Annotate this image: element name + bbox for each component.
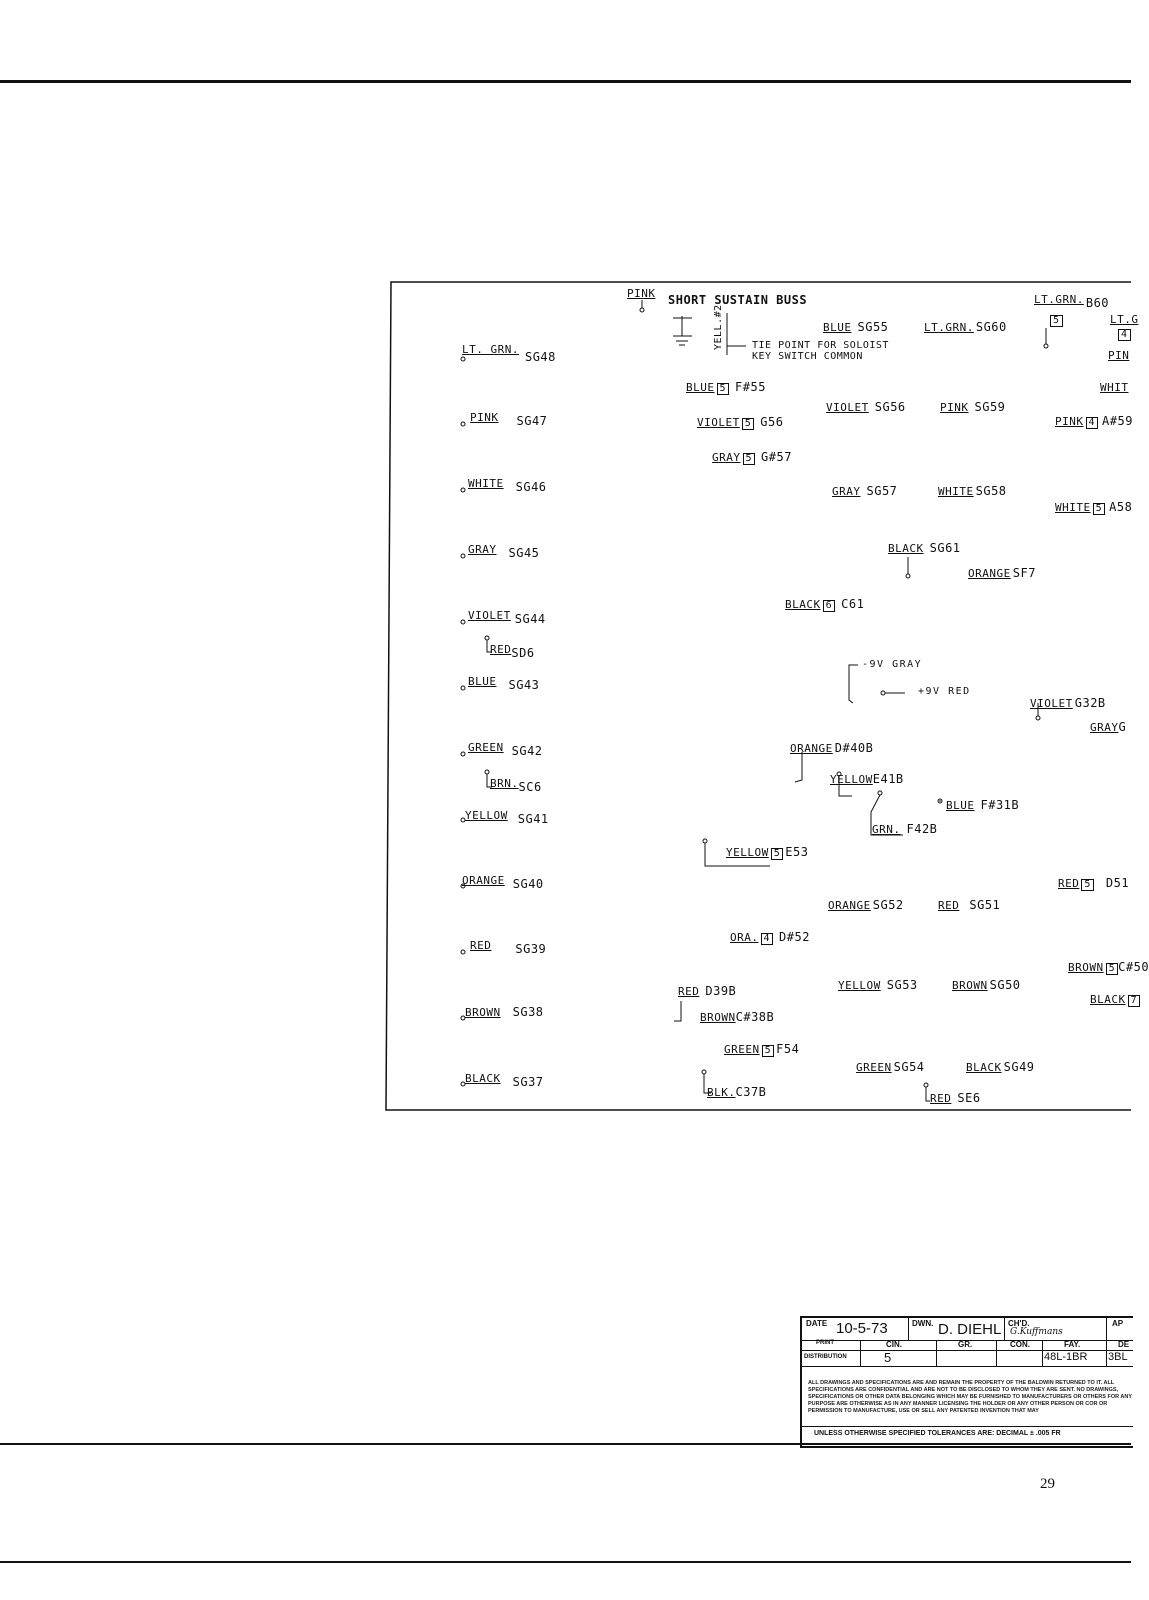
supply-pos: +9V RED xyxy=(918,686,971,697)
de-label: DE xyxy=(1118,1340,1130,1349)
center-label-f42b: GRN.F42B xyxy=(872,822,938,836)
con-label: CON. xyxy=(1010,1340,1030,1349)
center-leads xyxy=(674,328,1049,1102)
footer-rule xyxy=(0,1561,1131,1563)
center-label-sg60: LT.GRN.SG60 xyxy=(924,320,1007,334)
center-label-c37b: BLK.C37B xyxy=(707,1085,767,1099)
print-label: PRINT xyxy=(816,1340,834,1346)
title-block-row-2: PRINT CIN. GR. CON. FAY. DE xyxy=(802,1340,1133,1351)
tie-point-line1: TIE POINT FOR SOLOIST xyxy=(752,340,889,351)
tolerance-note: UNLESS OTHERWISE SPECIFIED TOLERANCES AR… xyxy=(814,1430,1061,1437)
title-block-row-3: DISTRIBUTION 5 48L-1BR 3BL xyxy=(802,1350,1133,1367)
fay-label: FAY. xyxy=(1064,1340,1081,1349)
left-label-sg48: LT. GRN.SG48 xyxy=(462,343,556,364)
diagram-frame xyxy=(385,281,1131,1111)
fay-value: 48L-1BR xyxy=(1044,1351,1088,1363)
date-label: DATE xyxy=(806,1319,828,1328)
date-cell: DATE 10-5-73 xyxy=(802,1318,909,1340)
right-label-pin: PIN xyxy=(1108,349,1130,362)
drawn-label: DWN. xyxy=(912,1319,934,1328)
checked-signature: G.Kuffmans xyxy=(1010,1327,1063,1337)
gr-label: GR. xyxy=(958,1340,973,1349)
date-value: 10-5-73 xyxy=(836,1320,888,1337)
center-label-e41b: YELLOWE41B xyxy=(830,772,904,786)
top-rule xyxy=(0,80,1131,83)
legal-notice: ALL DRAWINGS AND SPECIFICATIONS ARE AND … xyxy=(808,1380,1132,1414)
left-leads xyxy=(460,356,492,1087)
tie-point-line2: KEY SWITCH COMMON xyxy=(752,351,863,362)
drawn-value: D. DIEHL xyxy=(938,1321,1002,1338)
checked-label: CH'D. xyxy=(1008,1319,1030,1328)
title-block: DATE 10-5-73 DWN. D. DIEHL CH'D. G.Kuffm… xyxy=(800,1316,1133,1448)
right-label-b60-box: 5 xyxy=(1048,312,1063,327)
approved-label: AP xyxy=(1112,1319,1124,1328)
yell-label: YELL.#2 xyxy=(713,304,724,350)
right-label-b60: LT.GRN.B60 xyxy=(1034,293,1110,310)
buss-label: SHORT SUSTAIN BUSS xyxy=(668,293,808,307)
approved-cell: AP xyxy=(1106,1318,1136,1340)
page-number: 29 xyxy=(1040,1476,1055,1492)
title-block-row-1: DATE 10-5-73 DWN. D. DIEHL CH'D. G.Kuffm… xyxy=(802,1318,1133,1341)
cin-label: CIN. xyxy=(886,1340,902,1349)
distribution-label: DISTRIBUTION xyxy=(804,1354,847,1360)
center-label-c38b: BROWNC#38B xyxy=(700,1010,775,1024)
short-sustain-buss xyxy=(639,300,746,355)
right-label-gray-g: GRAYG xyxy=(1090,720,1127,734)
right-label-whit: WHIT xyxy=(1100,381,1129,394)
checked-cell: CH'D. G.Kuffmans xyxy=(1004,1318,1107,1340)
de-value: 3BL xyxy=(1108,1351,1128,1363)
left-label-sc6: BRN.SC6 xyxy=(490,777,542,794)
drawn-cell: DWN. D. DIEHL xyxy=(908,1318,1005,1340)
buss-pink-wire: PINK xyxy=(627,287,656,300)
left-label-sd6: REDSD6 xyxy=(490,643,535,660)
supply-neg: -9V GRAY xyxy=(862,659,923,670)
bottom-rule xyxy=(0,1443,1131,1445)
right-label-ltg-box: 4 xyxy=(1116,326,1131,341)
cin-value: 5 xyxy=(884,1350,892,1365)
right-label-ltg: LT.G xyxy=(1110,313,1139,326)
